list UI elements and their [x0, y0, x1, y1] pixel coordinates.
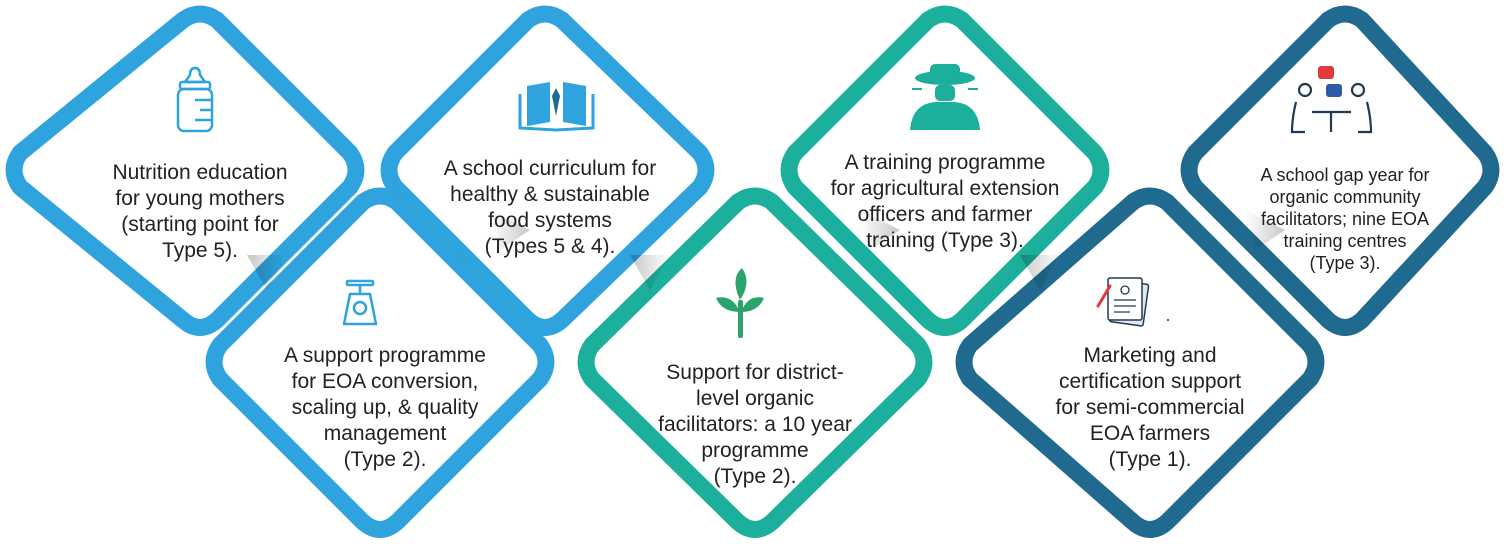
label-district: Support for district- level organic faci… — [658, 361, 852, 488]
diamond-curriculum — [380, 5, 715, 336]
diamond-district — [577, 187, 933, 538]
label-gap-year: A school gap year for organic community … — [1260, 165, 1430, 273]
diamond-extension — [780, 5, 1110, 336]
baby-bottle-icon — [176, 66, 214, 133]
diamond-support-eoa — [205, 187, 555, 538]
sprout-icon — [716, 268, 764, 338]
weighing-scale-icon — [342, 279, 378, 326]
label-extension: A training programme for agricultural ex… — [830, 151, 1060, 252]
diamond-gap-year — [1180, 5, 1500, 336]
label-curriculum: A school curriculum for healthy & sustai… — [443, 157, 657, 258]
crossing-shadows — [247, 210, 1285, 290]
certificate-icon — [1096, 277, 1169, 327]
label-marketing: Marketing and certification support for … — [1055, 344, 1245, 471]
farmer-icon — [910, 64, 980, 130]
label-support-eoa: A support programme for EOA conversion, … — [284, 344, 486, 471]
discussion-icon — [1290, 66, 1373, 134]
open-book-icon — [518, 82, 595, 132]
diamond-nutrition — [5, 5, 365, 336]
label-nutrition: Nutrition education for young mothers (s… — [112, 161, 288, 262]
diamond-marketing — [955, 187, 1325, 538]
